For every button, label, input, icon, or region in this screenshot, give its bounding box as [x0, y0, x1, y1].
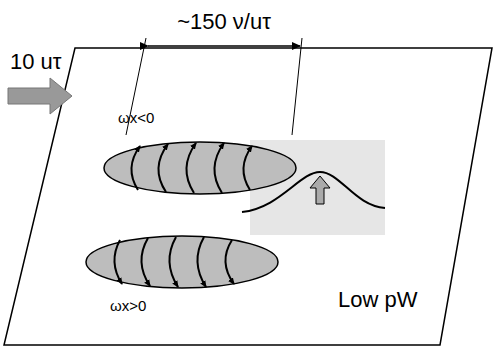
pressure-label: Low pW [338, 288, 417, 312]
vorticity-label: ωx<0 [118, 110, 154, 127]
dimension-line [148, 45, 300, 47]
vorticity-label: ωx>0 [110, 298, 146, 315]
vortex-ellipse [104, 142, 296, 194]
dimension-label: ~150 ν/uτ [177, 10, 271, 34]
vortex-ellipse [86, 236, 278, 288]
rotation-arrows [131, 143, 252, 193]
wall-plane [4, 48, 492, 345]
pressure-curve [242, 172, 385, 212]
flow-arrow [8, 78, 72, 114]
velocity-label: 10 uτ [10, 50, 62, 74]
extension-line [292, 38, 302, 135]
rotation-arrows [114, 237, 234, 287]
lift-arrow [310, 176, 330, 204]
